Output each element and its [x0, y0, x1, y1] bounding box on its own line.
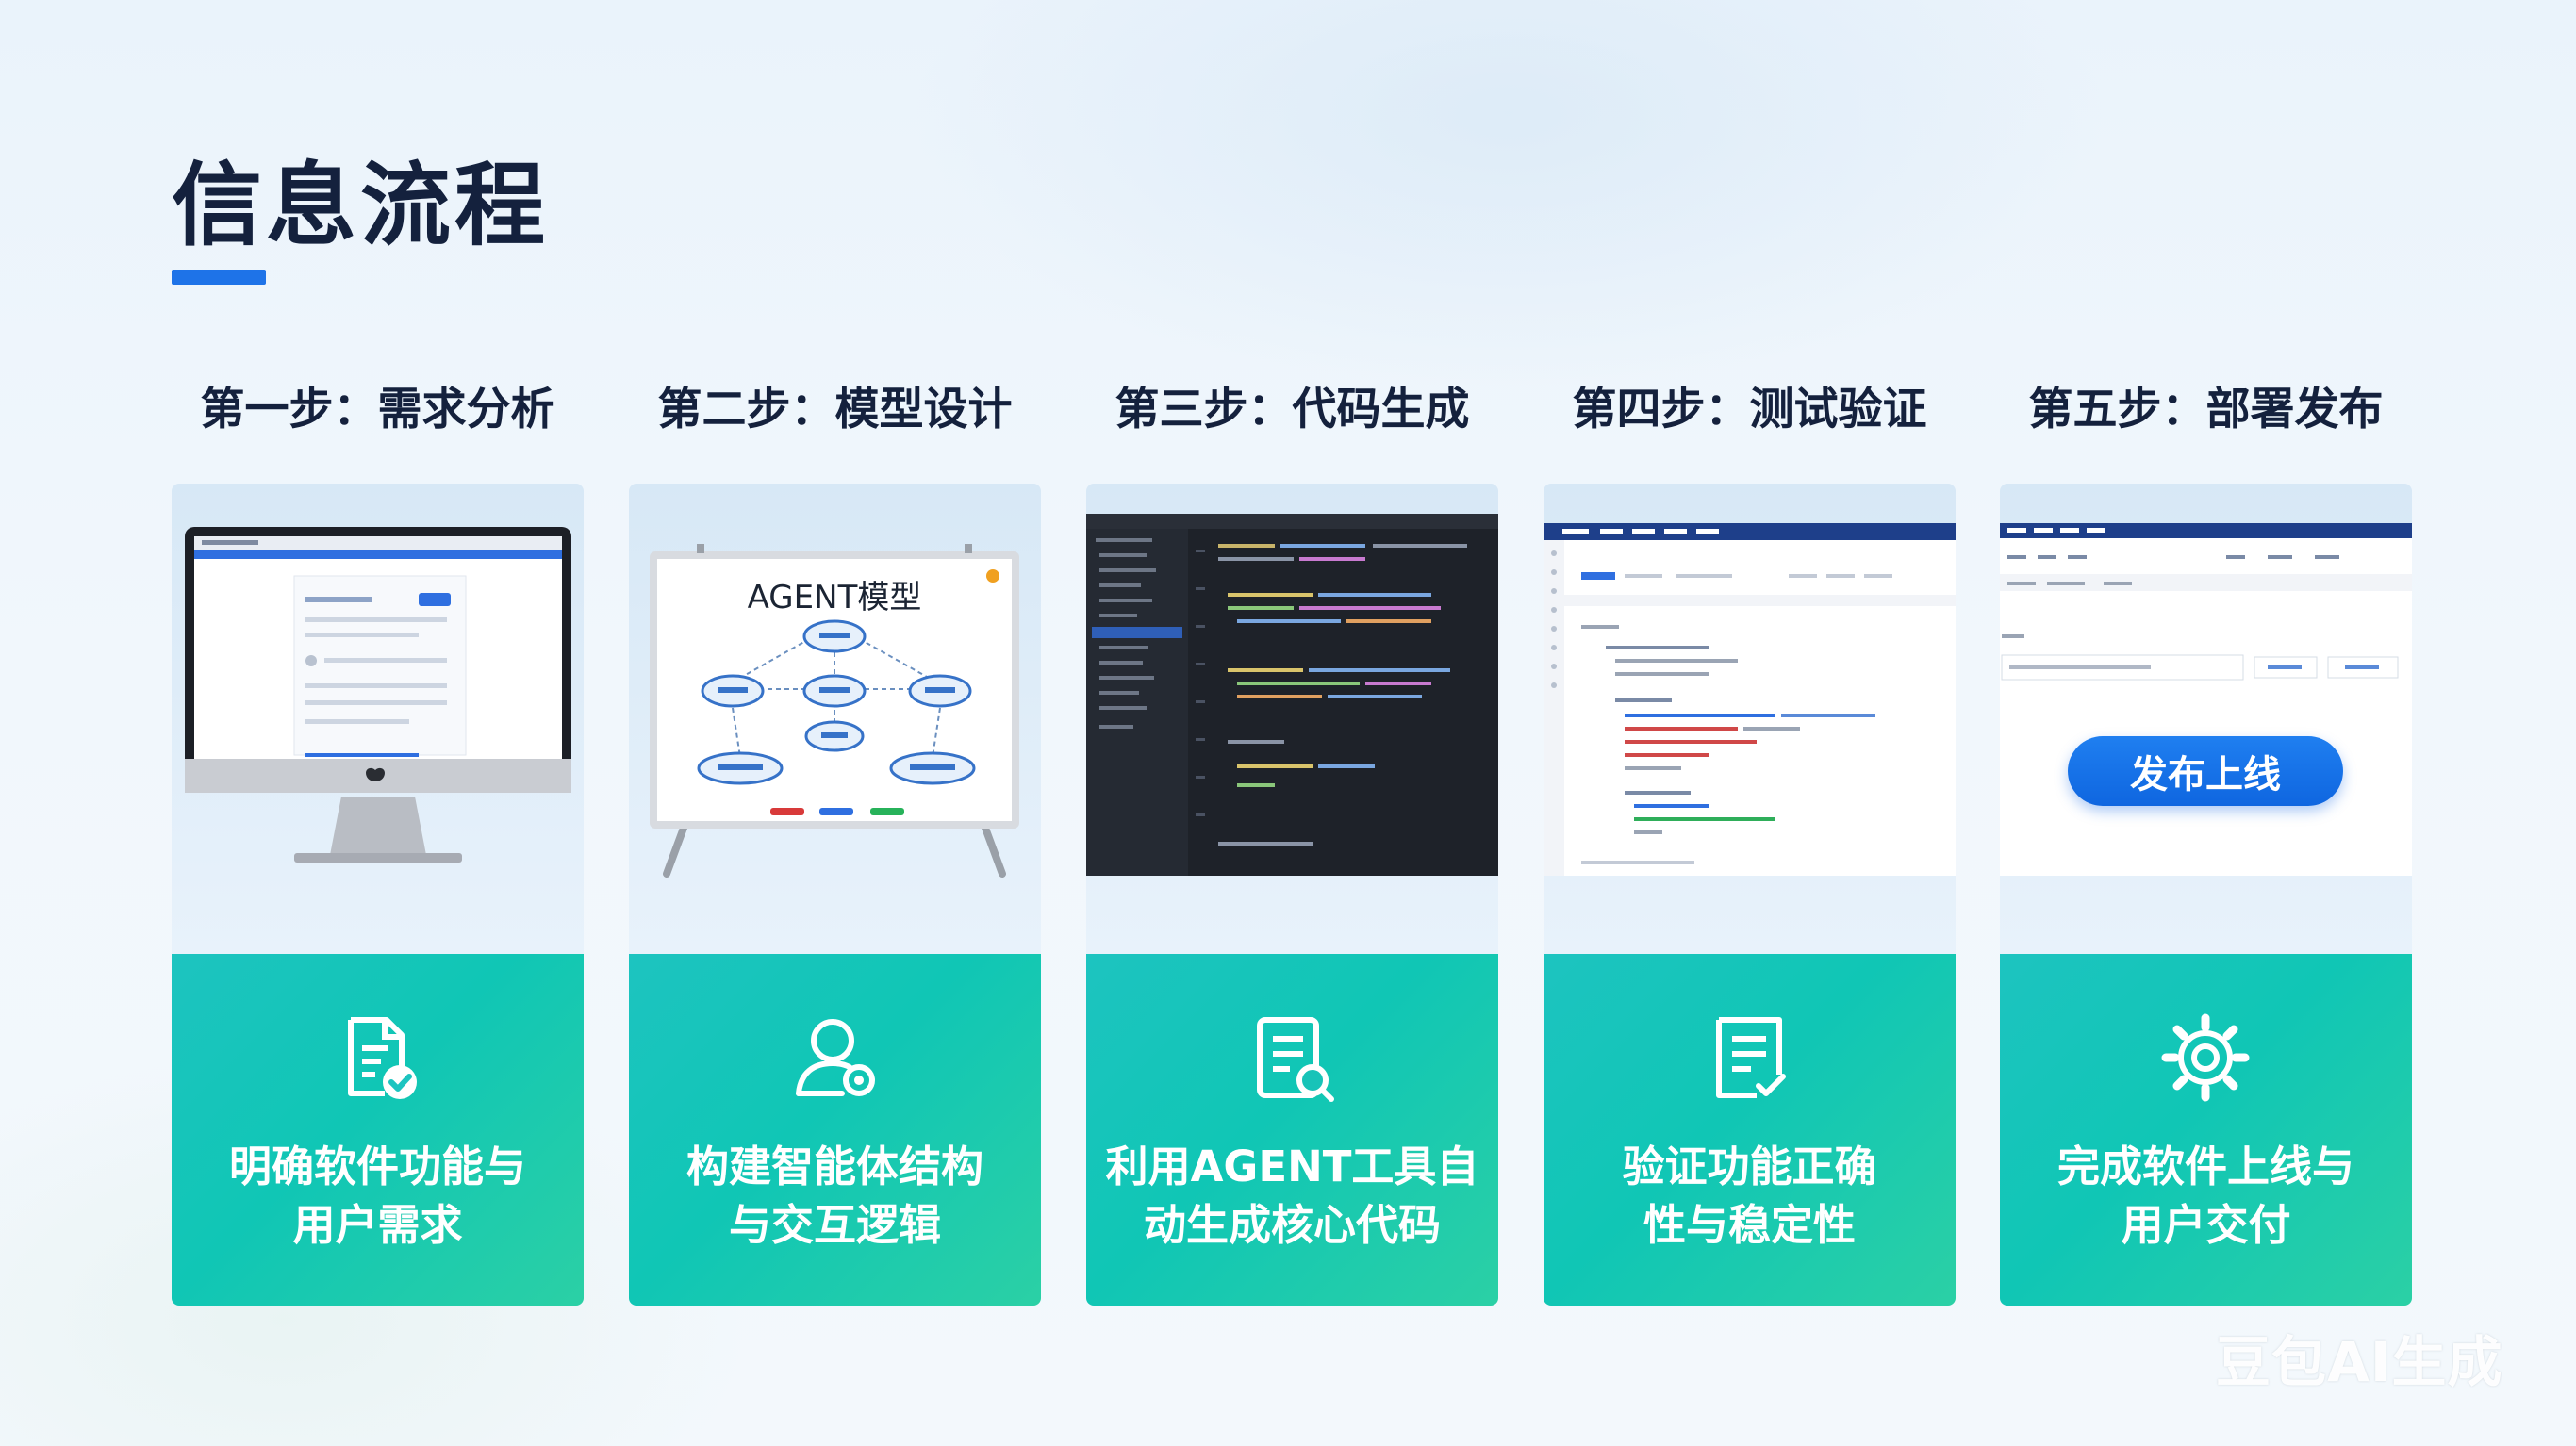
step-card: 利用AGENT工具自 动生成核心代码: [1086, 954, 1498, 1306]
illustration-test-console: [1544, 484, 1956, 957]
title-underline: [172, 270, 266, 285]
step-description: 验证功能正确 性与稳定性: [1562, 1138, 1937, 1255]
step-description-line: 利用AGENT工具自: [1105, 1142, 1479, 1191]
step-description: 完成软件上线与 用户交付: [2019, 1138, 2393, 1255]
document-check-icon: [348, 1017, 417, 1099]
step-title: 第一步：需求分析: [200, 384, 555, 435]
step-description-line: 验证功能正确: [1622, 1142, 1877, 1191]
step-description-line: 明确软件功能与: [228, 1142, 526, 1191]
step-description: 明确软件功能与 用户需求: [190, 1138, 565, 1255]
illustration-monitor: [172, 484, 584, 957]
whiteboard-title: AGENT模型: [748, 579, 922, 616]
step-title: 第四步：测试验证: [1572, 384, 1927, 435]
user-gear-icon: [796, 1019, 875, 1096]
watermark: 豆包AI生成: [2216, 1330, 2503, 1394]
step-title: 第五步：部署发布: [2028, 384, 2384, 435]
step-card: 明确软件功能与 用户需求: [172, 954, 584, 1306]
step-card: 构建智能体结构 与交互逻辑: [629, 954, 1041, 1306]
step-description-line: 动生成核心代码: [1143, 1200, 1441, 1250]
publish-button[interactable]: 发布上线: [2068, 736, 2343, 806]
illustration-code-editor: [1086, 484, 1498, 957]
page-title: 信息流程: [172, 153, 549, 258]
step-description-line: 用户交付: [2121, 1200, 2291, 1250]
step-card: 验证功能正确 性与稳定性: [1544, 954, 1956, 1306]
step-description-line: 构建智能体结构: [685, 1142, 983, 1191]
step-title: 第三步：代码生成: [1115, 384, 1470, 435]
step-description: 利用AGENT工具自 动生成核心代码: [1105, 1138, 1479, 1255]
step-description: 构建智能体结构 与交互逻辑: [648, 1138, 1022, 1255]
illustration-whiteboard: AGENT模型: [629, 484, 1041, 957]
step-card: 完成软件上线与 用户交付: [2000, 954, 2412, 1306]
step-title: 第二步：模型设计: [657, 384, 1013, 435]
gear-icon: [2161, 1013, 2250, 1102]
code-document-icon: [1257, 1017, 1334, 1102]
illustration-deploy-console: 发布上线: [2000, 484, 2412, 957]
step-description-line: 与交互逻辑: [728, 1200, 941, 1250]
step-description-line: 性与稳定性: [1643, 1200, 1856, 1250]
step-description-line: 用户需求: [292, 1200, 463, 1250]
checklist-icon: [1716, 1017, 1786, 1098]
step-description-line: 完成软件上线与: [2056, 1142, 2354, 1191]
